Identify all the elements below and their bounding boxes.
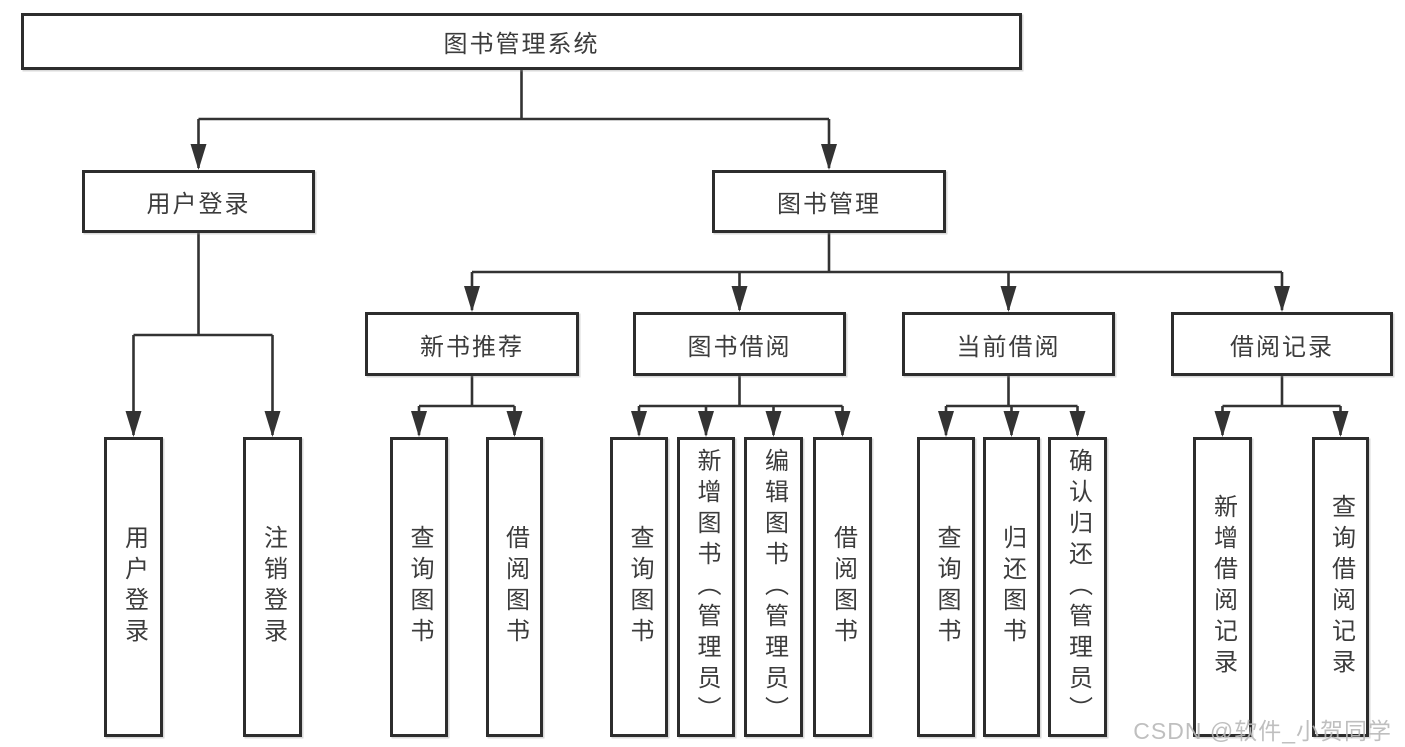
csdn-watermark: CSDN @软件_小贺同学	[1133, 718, 1392, 744]
leaf-query-books-current-label: 查询图书	[933, 525, 960, 649]
leaf-logout: 注销登录	[243, 437, 302, 737]
node-book-borrowing-label: 图书借阅	[687, 333, 792, 361]
leaf-add-book-admin: 新增图书（管理员）	[677, 437, 735, 737]
leaf-borrow-books-borrowing-label: 借阅图书	[829, 525, 857, 649]
leaf-edit-book-admin: 编辑图书（管理员）	[744, 437, 803, 737]
node-book-management-label: 图书管理	[777, 191, 881, 218]
node-book-borrowing: 图书借阅	[633, 312, 846, 376]
node-user-login-label: 用户登录	[146, 191, 251, 218]
node-borrowing-records: 借阅记录	[1171, 312, 1393, 376]
node-book-management: 图书管理	[712, 170, 946, 233]
leaf-edit-book-admin-label: 编辑图书（管理员）	[760, 447, 788, 727]
leaf-query-books-borrowing-label: 查询图书	[626, 525, 653, 649]
leaf-user-login-label: 用户登录	[120, 525, 148, 649]
connector-lines	[132, 70, 1342, 435]
leaf-add-borrow-record-label: 新增借阅记录	[1209, 494, 1237, 680]
leaf-query-books-recommend-label: 查询图书	[406, 525, 433, 649]
node-user-login: 用户登录	[82, 170, 315, 233]
leaf-user-login: 用户登录	[104, 437, 163, 737]
node-new-book-recommend: 新书推荐	[365, 312, 579, 376]
node-root-system: 图书管理系统	[21, 13, 1022, 70]
leaf-add-book-admin-label: 新增图书（管理员）	[693, 447, 720, 727]
node-borrowing-records-label: 借阅记录	[1230, 333, 1334, 361]
leaf-return-book: 归还图书	[983, 437, 1040, 737]
leaf-confirm-return-admin-label: 确认归还（管理员）	[1064, 447, 1092, 727]
node-root-label: 图书管理系统	[443, 31, 600, 58]
node-current-borrowing-label: 当前借阅	[956, 333, 1061, 361]
leaf-add-borrow-record: 新增借阅记录	[1193, 437, 1252, 737]
leaf-confirm-return-admin: 确认归还（管理员）	[1048, 437, 1107, 737]
leaf-query-books-borrowing: 查询图书	[610, 437, 668, 737]
node-current-borrowing: 当前借阅	[902, 312, 1115, 376]
leaf-query-books-current: 查询图书	[917, 437, 975, 737]
leaf-query-books-recommend: 查询图书	[390, 437, 448, 737]
leaf-borrow-books-recommend-label: 借阅图书	[501, 525, 529, 649]
leaf-return-book-label: 归还图书	[998, 525, 1026, 649]
arrowheads	[125, 144, 1349, 437]
leaf-borrow-books-recommend: 借阅图书	[486, 437, 543, 737]
leaf-borrow-books-borrowing: 借阅图书	[813, 437, 872, 737]
leaf-query-borrow-record: 查询借阅记录	[1312, 437, 1369, 737]
leaf-query-borrow-record-label: 查询借阅记录	[1327, 494, 1355, 680]
node-new-book-recommend-label: 新书推荐	[420, 333, 524, 361]
leaf-logout-label: 注销登录	[259, 525, 287, 649]
